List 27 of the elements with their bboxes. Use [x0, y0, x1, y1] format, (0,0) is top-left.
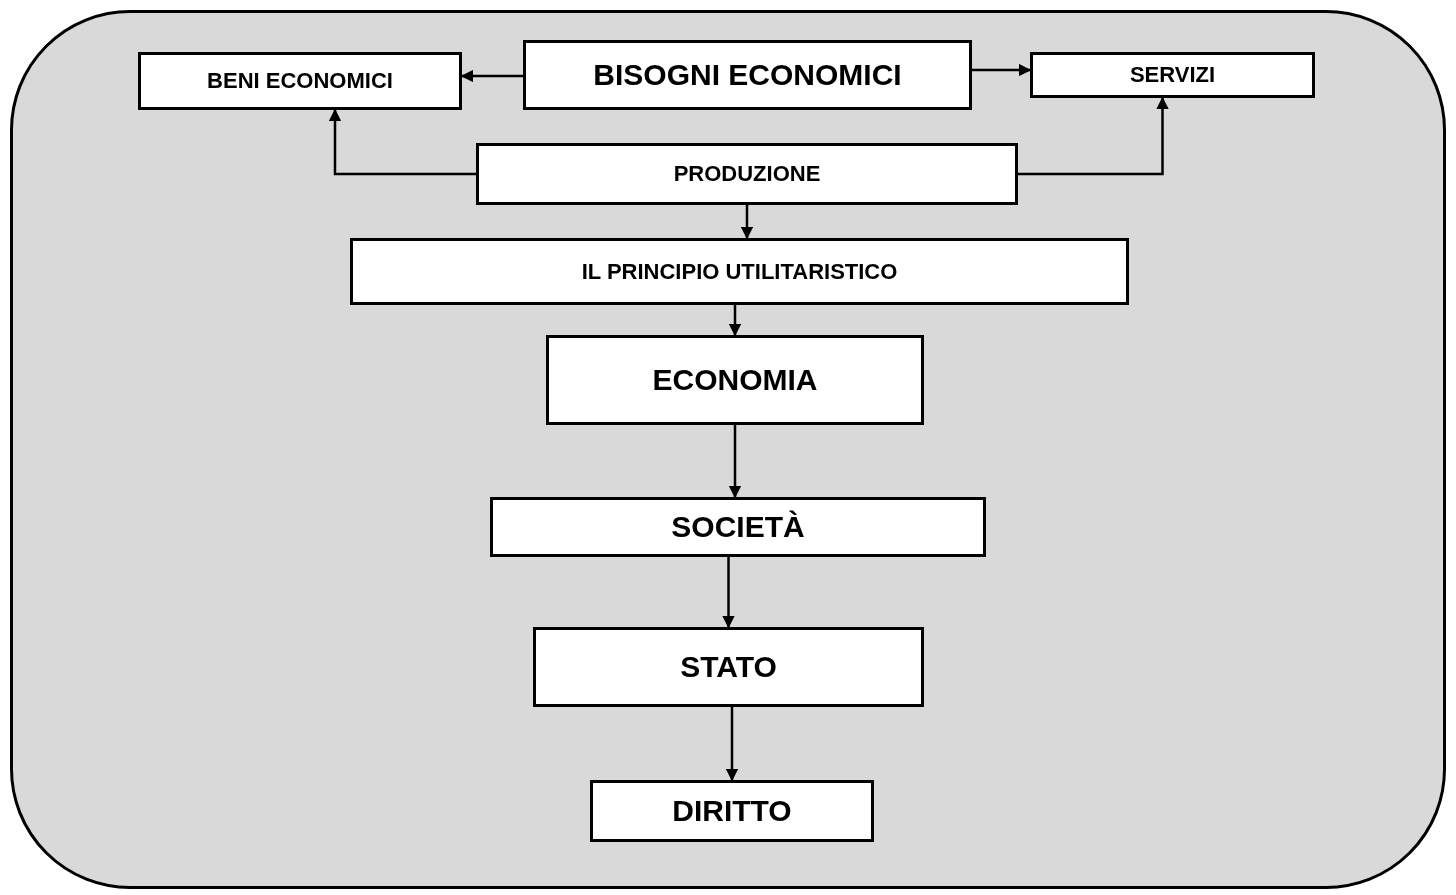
arrow: [722, 557, 735, 629]
box-label: SERVIZI: [1129, 62, 1216, 88]
arrow: [725, 707, 739, 782]
box-label: ECONOMIA: [652, 362, 818, 398]
arrow: [460, 69, 523, 83]
process-box: [476, 143, 1018, 205]
arrow: [328, 108, 476, 176]
box-label: PRODUZIONE: [673, 161, 821, 187]
box-label: BENI ECONOMICI: [207, 68, 393, 94]
process-box: [350, 238, 1129, 305]
box-label: SOCIETÀ: [671, 509, 805, 545]
process-box: [1030, 52, 1315, 98]
process-box: [590, 780, 874, 842]
box-label: IL PRINCIPIO UTILITARISTICO: [581, 258, 898, 285]
arrow: [728, 425, 742, 499]
process-box: [546, 335, 924, 425]
arrow: [740, 205, 754, 240]
arrow: [1018, 96, 1169, 176]
process-box: [490, 497, 986, 557]
process-box: [138, 52, 462, 110]
process-box: [523, 40, 972, 110]
arrow: [972, 63, 1032, 77]
box-label: BISOGNI ECONOMICI: [593, 57, 902, 93]
process-box: [533, 627, 924, 707]
arrow: [728, 305, 742, 337]
box-label: DIRITTO: [672, 793, 792, 829]
box-label: STATO: [680, 649, 777, 685]
